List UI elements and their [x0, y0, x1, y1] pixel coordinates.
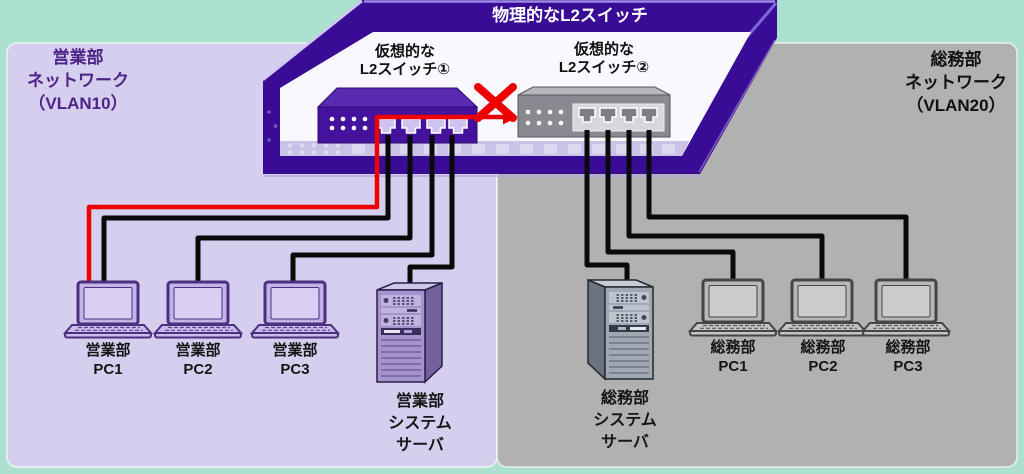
cable-vsw1-sales-pc2 [195, 135, 413, 286]
sales-server-label: 営業部 システム サーバ [388, 393, 452, 454]
physical-switch-title-text: 物理的なL2スイッチ [492, 6, 648, 25]
vswitch1-ports [376, 118, 468, 134]
cable-vsw2-admin-server [584, 130, 630, 288]
admin-pc3-label: 総務部 PC3 [885, 339, 931, 375]
sales-network-label: 営業部 ネットワーク （VLAN10） [27, 48, 129, 113]
physical-switch-title: 物理的なL2スイッチ [375, 5, 765, 26]
virtual-switch-2-label: 仮想的な L2スイッチ② [558, 41, 650, 76]
sales-pc3-label: 営業部 PC3 [272, 342, 318, 378]
admin-pc1-label: 総務部 PC1 [710, 339, 756, 375]
sales-server-icon [377, 283, 442, 382]
cable-vsw2-admin-pc2 [626, 130, 825, 283]
vswitch1-vent-dots [329, 116, 368, 131]
admin-network-label: 総務部 ネットワーク （VLAN20） [905, 50, 1007, 115]
cable-vsw1-sales-server [407, 135, 455, 292]
cable-vsw2-admin-pc3 [646, 130, 909, 283]
ethernet-cables [101, 130, 909, 292]
virtual-switch-2-icon [517, 86, 671, 138]
vswitch2-ports [578, 107, 658, 123]
admin-server-label: 総務部 システム サーバ [593, 390, 657, 451]
blocked-frame-path [86, 83, 518, 287]
sales-pc1-label: 営業部 PC1 [85, 342, 131, 378]
admin-pc3-laptop-icon [863, 280, 949, 336]
admin-server-icon [588, 280, 653, 379]
sales-pc2-laptop-icon [155, 282, 241, 338]
sales-pc3-laptop-icon [252, 282, 338, 338]
physical-switch-vent-dots [267, 110, 340, 155]
cable-vsw2-admin-pc1 [605, 130, 736, 283]
admin-pc1-laptop-icon [690, 280, 776, 336]
virtual-switch-1-label: 仮想的な L2スイッチ① [359, 43, 451, 78]
cable-vsw1-sales-pc1 [101, 135, 391, 286]
virtual-switch-1-icon [316, 87, 479, 144]
cable-vsw1-sales-pc3 [290, 135, 435, 286]
vswitch2-vent-dots [525, 109, 564, 126]
admin-pc2-laptop-icon [779, 280, 865, 336]
blocked-x-icon [474, 83, 517, 122]
admin-pc2-label: 総務部 PC2 [800, 339, 846, 375]
sales-pc1-laptop-icon [65, 282, 151, 338]
sales-pc2-label: 営業部 PC2 [175, 342, 221, 378]
